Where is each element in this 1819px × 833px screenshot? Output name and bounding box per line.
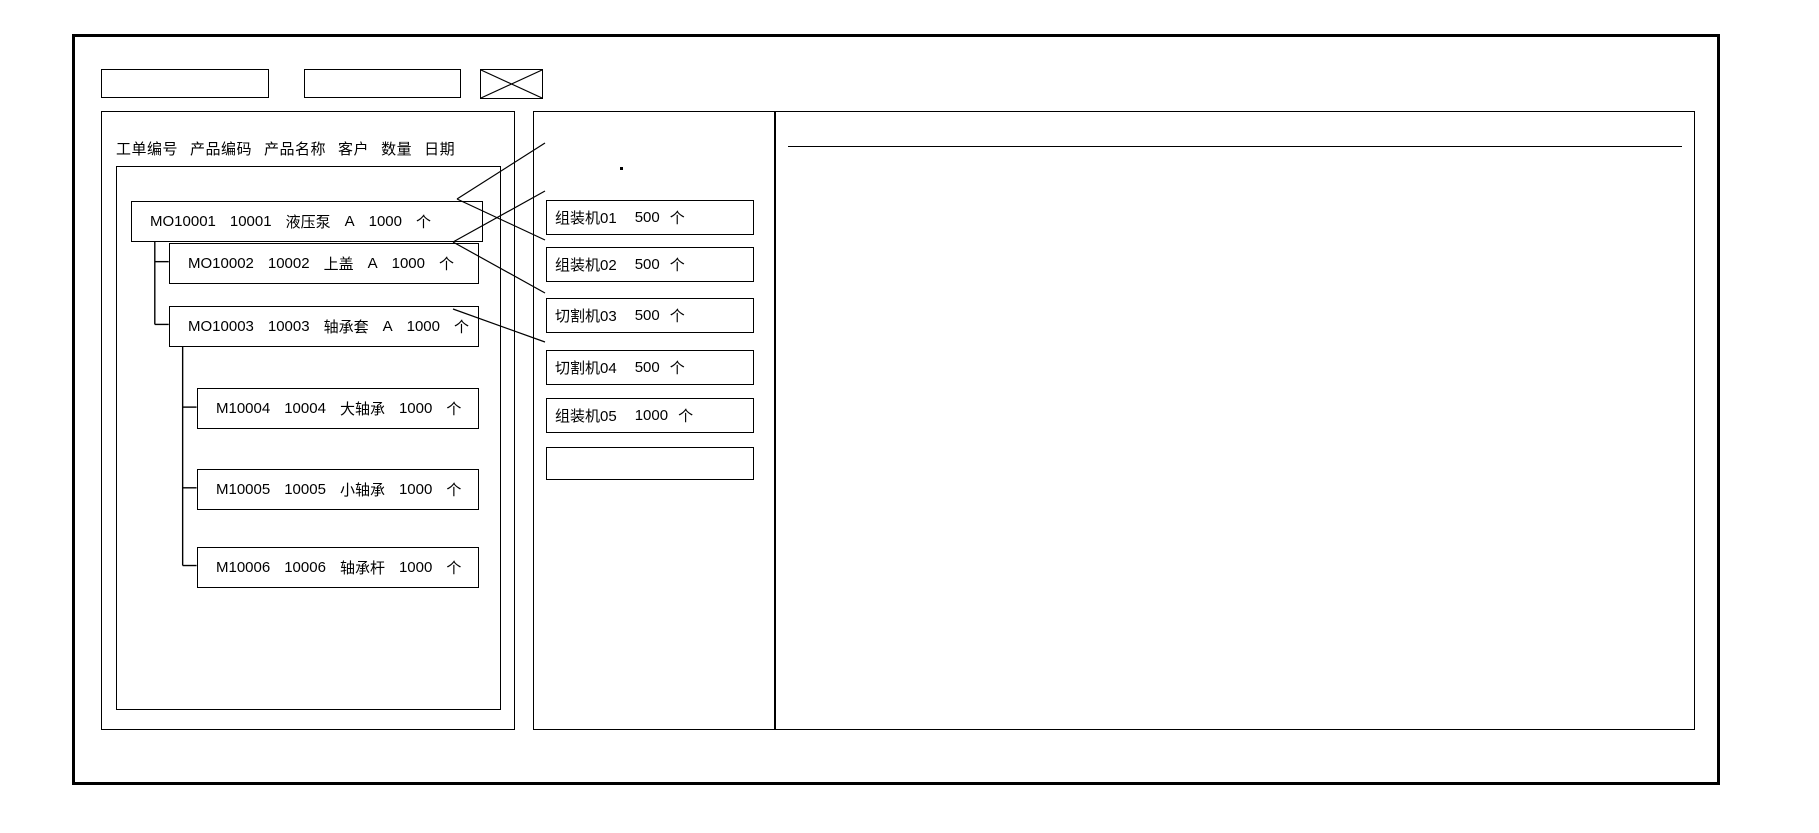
machine-unit: 个	[678, 408, 694, 425]
row-product-name: 大轴承	[339, 401, 385, 418]
machine-name: 切割机03	[555, 308, 617, 325]
machine-quantity: 500	[634, 359, 660, 376]
detail-panel	[775, 111, 1695, 730]
row-product-name: 轴承杆	[339, 560, 385, 577]
row-product-code: 10001	[229, 213, 272, 230]
row-unit: 个	[446, 482, 462, 499]
row-customer: A	[367, 255, 378, 272]
row-quantity: 1000	[368, 213, 402, 230]
table-row[interactable]: MO10002 10002 上盖 A 1000 个	[169, 243, 479, 284]
machine-quantity: 500	[634, 307, 660, 324]
machine-name: 组装机01	[555, 210, 617, 227]
column-header-customer: 客户	[338, 141, 370, 158]
machine-name: 切割机04	[555, 360, 617, 377]
row-product-code: 10003	[267, 318, 310, 335]
tree-column-headers: 工单编号产品编码产品名称客户数量日期	[116, 138, 467, 159]
table-row[interactable]: MO10001 10001 液压泵 A 1000 个	[131, 201, 483, 242]
machine-quantity: 500	[634, 209, 660, 226]
row-quantity: 1000	[406, 318, 440, 335]
row-customer: A	[382, 318, 393, 335]
application-window: 工单编号产品编码产品名称客户数量日期 MO10001 10001 液压泵 A	[72, 34, 1720, 785]
row-unit: 个	[416, 214, 432, 231]
row-product-code: 10006	[284, 559, 326, 576]
detail-panel-header-divider	[788, 146, 1682, 147]
row-product-name: 上盖	[323, 256, 354, 273]
dot-marker	[620, 167, 623, 170]
machine-unit: 个	[669, 360, 685, 377]
list-item[interactable]: 切割机04 500 个	[546, 350, 754, 385]
list-item[interactable]: 组装机05 1000 个	[546, 398, 754, 433]
row-order-no: M10006	[216, 559, 271, 576]
column-header-product-name: 产品名称	[264, 141, 327, 158]
column-header-order-no: 工单编号	[116, 141, 179, 158]
row-quantity: 1000	[398, 400, 433, 417]
row-customer: A	[344, 213, 355, 230]
machine-list-panel: 组装机01 500 个 组装机02 500 个 切割机03 500 个 切割机0…	[533, 111, 775, 730]
row-product-name: 小轴承	[339, 482, 385, 499]
row-order-no: MO10003	[188, 318, 254, 335]
column-header-date: 日期	[424, 141, 456, 158]
machine-name: 组装机02	[555, 257, 617, 274]
row-order-no: M10004	[216, 400, 271, 417]
toolbar-field-2[interactable]	[304, 69, 461, 98]
toolbar-field-1[interactable]	[101, 69, 269, 98]
row-product-name: 液压泵	[285, 214, 331, 231]
tree-container[interactable]: MO10001 10001 液压泵 A 1000 个 MO10002 10002…	[116, 166, 501, 710]
row-order-no: MO10001	[150, 213, 216, 230]
machine-unit: 个	[669, 308, 685, 325]
table-row[interactable]: M10006 10006 轴承杆 1000 个	[197, 547, 479, 588]
row-order-no: M10005	[216, 481, 271, 498]
machine-quantity: 1000	[634, 407, 669, 424]
row-product-code: 10002	[267, 255, 310, 272]
column-header-quantity: 数量	[381, 141, 413, 158]
row-unit: 个	[446, 560, 462, 577]
machine-empty-slot[interactable]	[546, 447, 754, 480]
row-quantity: 1000	[398, 559, 433, 576]
row-unit: 个	[439, 256, 455, 273]
row-quantity: 1000	[391, 255, 425, 272]
row-product-code: 10004	[284, 400, 326, 417]
cross-box-glyph	[481, 70, 542, 98]
list-item[interactable]: 组装机02 500 个	[546, 247, 754, 282]
machine-unit: 个	[669, 210, 685, 227]
list-item[interactable]: 切割机03 500 个	[546, 298, 754, 333]
row-unit: 个	[454, 319, 470, 336]
column-header-product-code: 产品编码	[190, 141, 253, 158]
machine-name: 组装机05	[555, 408, 617, 425]
row-product-code: 10005	[284, 481, 326, 498]
table-row[interactable]: MO10003 10003 轴承套 A 1000 个	[169, 306, 479, 347]
row-unit: 个	[446, 401, 462, 418]
machine-unit: 个	[669, 257, 685, 274]
table-row[interactable]: M10005 10005 小轴承 1000 个	[197, 469, 479, 510]
list-item[interactable]: 组装机01 500 个	[546, 200, 754, 235]
work-order-tree-panel: 工单编号产品编码产品名称客户数量日期 MO10001 10001 液压泵 A	[101, 111, 515, 730]
image-placeholder-icon[interactable]	[480, 69, 543, 99]
row-product-name: 轴承套	[323, 319, 369, 336]
row-order-no: MO10002	[188, 255, 254, 272]
row-quantity: 1000	[398, 481, 433, 498]
machine-quantity: 500	[634, 256, 660, 273]
table-row[interactable]: M10004 10004 大轴承 1000 个	[197, 388, 479, 429]
